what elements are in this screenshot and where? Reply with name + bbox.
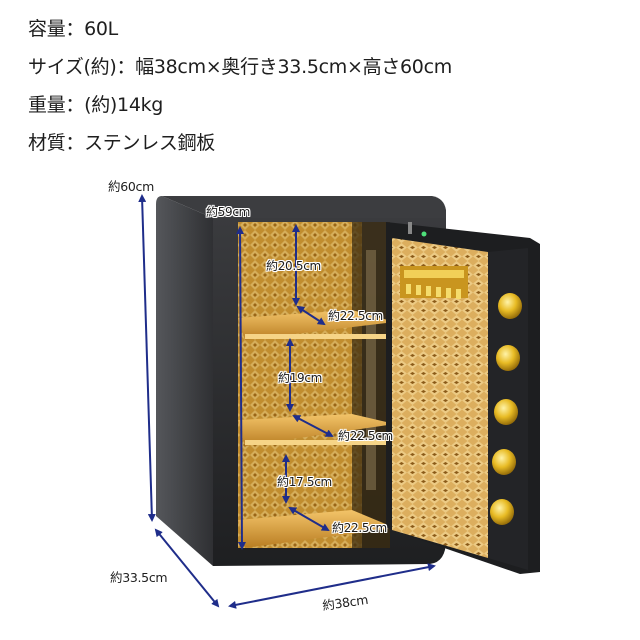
depth-arrow	[154, 528, 220, 608]
spec-list: 容量：60L サイズ(約)：幅38cm×奥行き33.5cm×高さ60cm 重量：…	[28, 10, 452, 162]
shelf1-height-label: 約20.5cm	[266, 259, 321, 273]
width-arrow	[228, 563, 436, 609]
spec-size: サイズ(約)：幅38cm×奥行き33.5cm×高さ60cm	[28, 56, 452, 78]
outer-height-label: 約60cm	[108, 179, 154, 194]
spec-material: 材質：ステンレス鋼板	[28, 132, 216, 154]
inner-height-arrow	[236, 226, 246, 550]
led-indicator-icon	[421, 231, 427, 237]
shelf3-height-label: 約17.5cm	[277, 475, 332, 489]
inner-height-label: 約59cm	[206, 205, 251, 219]
safe-side-panel	[156, 196, 213, 566]
safe-top	[162, 196, 446, 218]
spec-capacity: 容量：60L	[28, 18, 118, 40]
spec-weight: 重量：(約)14kg	[28, 94, 164, 116]
depth-label: 約33.5cm	[110, 570, 168, 585]
door-inner-panel	[392, 238, 488, 558]
shelf2-height-label: 約19cm	[278, 371, 323, 385]
outer-height-arrow	[138, 194, 156, 522]
safe-interior	[238, 222, 362, 548]
door-bolt-icon	[490, 293, 522, 525]
shelf3-depth-label: 約22.5cm	[332, 521, 387, 535]
shelf2-depth-label: 約22.5cm	[338, 429, 393, 443]
shelf1-depth-label: 約22.5cm	[328, 309, 383, 323]
